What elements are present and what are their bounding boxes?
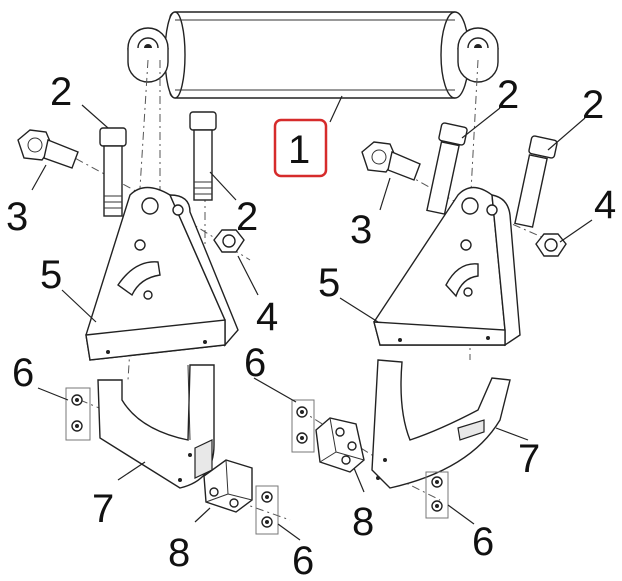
arm-left [97,364,215,489]
callout-labels: 1 2 2 2 2 3 3 4 4 5 5 6 6 7 7 8 8 6 6 2 [6,70,616,581]
callout-screws-left-bottom: 6 [292,539,314,581]
bolt-left-2 [189,111,217,201]
bracket-left [85,186,239,361]
callout-bolt-c: 2 [582,83,604,127]
callout-bolt-d: 2 [236,195,258,239]
callout-arm-right: 7 [518,437,540,481]
nut-left [213,229,245,253]
screws-left-top [65,387,91,441]
callout-nut-left: 4 [256,295,278,339]
callout-bracket-right: 5 [318,261,340,305]
arm-right [371,359,511,489]
screws-left-bottom [255,485,279,535]
callout-clamp-right: 8 [352,500,374,544]
damper-cylinder [127,11,499,99]
bolt-right-1 [426,122,468,215]
callout-bolt-b: 2 [497,73,519,117]
nut-right [535,233,567,257]
callout-bolt-a: 2 [50,70,72,114]
screws-right-top [291,399,315,453]
callout-nut-right: 4 [594,183,616,227]
bolt-right-2 [514,135,558,228]
highlight-box [273,118,328,178]
callout-screws-left-top: 6 [12,351,34,395]
clamp-right [315,417,365,473]
flange-bolt-left [17,129,79,169]
callout-bracket-left: 5 [40,253,62,297]
bolt-left-1 [99,127,127,217]
callout-flange-bolt-left: 3 [6,195,28,239]
leader-lines [31,95,593,541]
clamp-left [203,459,253,513]
bracket-right [373,186,521,347]
callout-clamp-left: 8 [168,531,190,575]
callout-screws-right-top: 6 [244,341,266,385]
callout-arm-left: 7 [92,487,114,531]
callout-screws-right-bottom: 6 [472,520,494,564]
callout-flange-bolt-right: 3 [350,208,372,252]
flange-bolt-right [361,141,421,181]
screws-right-bottom [425,471,449,519]
callout-damper: 1 [288,128,310,172]
